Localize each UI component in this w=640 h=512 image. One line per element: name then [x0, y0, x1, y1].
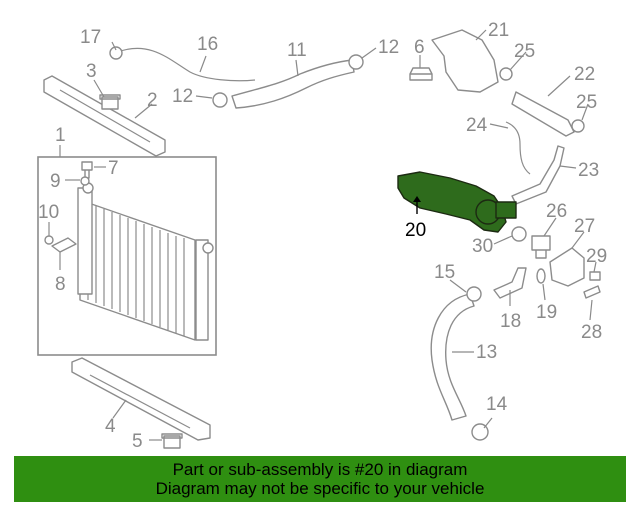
callout-17: 17: [80, 27, 101, 48]
callout-25-top: 25: [514, 41, 535, 62]
parts-diagram: 1 2 3 4 5 6 7 8 9 10 11 12 12 13 14 15 1…: [37, 20, 607, 452]
callout-27: 27: [574, 216, 595, 237]
mount-cushion: [161, 433, 183, 449]
callout-1: 1: [55, 125, 66, 146]
hose-22: [511, 91, 575, 137]
callout-3: 3: [86, 61, 97, 82]
washer-part: [44, 235, 54, 245]
clip-part: [80, 176, 90, 186]
callout-30: 30: [472, 236, 493, 257]
clamp-15: [466, 286, 482, 302]
callout-2: 2: [147, 90, 158, 111]
radiator-cap-part: [99, 94, 121, 110]
callout-14: 14: [486, 394, 508, 415]
callout-24: 24: [466, 115, 488, 136]
drain-cock-part: [51, 237, 77, 253]
callout-16: 16: [197, 34, 218, 55]
cap-6: [409, 67, 433, 81]
lower-support-bracket: [71, 357, 211, 441]
callout-22: 22: [574, 64, 595, 85]
callout-9: 9: [50, 171, 61, 192]
callout-23: 23: [578, 160, 599, 181]
callout-11: 11: [287, 40, 307, 61]
callout-19: 19: [536, 302, 557, 323]
hose-clamp-12-lower: [212, 92, 228, 108]
lower-radiator-hose: [430, 293, 475, 421]
hose-23: [511, 145, 565, 205]
callout-12-top: 12: [378, 37, 399, 58]
callout-29: 29: [586, 246, 607, 267]
inlet-pipe-20: [495, 201, 517, 219]
leader-lines: [48, 29, 597, 441]
clamp-25-top: [499, 67, 513, 81]
notice-banner: Part or sub-assembly is #20 in diagram D…: [14, 456, 626, 502]
bolt-28: [583, 285, 601, 299]
bolt-part: [81, 161, 93, 179]
callout-28: 28: [581, 322, 602, 343]
callout-21: 21: [488, 20, 509, 41]
reservoir-hose: [117, 47, 256, 82]
callout-25-right: 25: [576, 92, 597, 113]
clamp-25-right: [571, 119, 585, 133]
water-outlet: [431, 29, 499, 93]
gasket-30: [511, 226, 527, 242]
plug-29: [589, 271, 601, 281]
thermostat-housing-27: [549, 247, 585, 287]
thermostat-26: [531, 235, 551, 259]
callout-13: 13: [476, 342, 497, 363]
callout-8: 8: [55, 274, 66, 295]
callout-4: 4: [105, 416, 116, 437]
upper-radiator-hose: [231, 59, 355, 109]
radiator-assembly: [37, 156, 217, 356]
hose-24: [505, 121, 531, 175]
callout-7: 7: [108, 158, 119, 179]
callout-18: 18: [500, 311, 521, 332]
callout-12-left: 12: [172, 86, 193, 107]
callout-10: 10: [38, 202, 59, 223]
callout-6: 6: [414, 37, 425, 58]
pipe-18: [493, 267, 527, 299]
o-ring-19: [536, 268, 546, 284]
clamp-17: [109, 46, 123, 60]
banner-line-disclaimer: Diagram may not be specific to your vehi…: [155, 479, 485, 498]
hose-clamp-12-upper: [348, 54, 364, 70]
callout-26: 26: [546, 201, 567, 222]
banner-line-part-number: Part or sub-assembly is #20 in diagram: [172, 460, 468, 479]
callout-15: 15: [434, 262, 455, 283]
callout-labels: 1 2 3 4 5 6 7 8 9 10 11 12 12 13 14 15 1…: [38, 20, 607, 452]
callout-20: 20: [405, 220, 426, 241]
callout-5: 5: [132, 431, 143, 452]
